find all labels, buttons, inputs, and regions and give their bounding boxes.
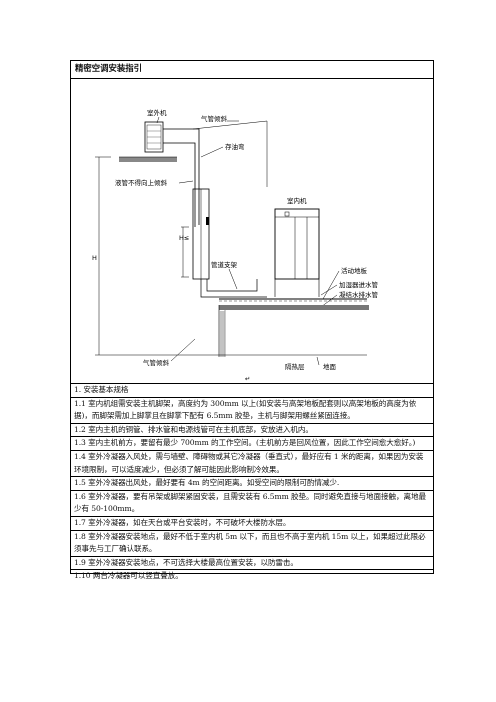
item-heading: 1. 安装基本规格 (71, 384, 433, 398)
installation-items: 1. 安装基本规格 1.1 室内机组需安装主机脚架，高度约为 300mm 以上(… (71, 383, 433, 580)
item-1-4: 1.4 室外冷凝器入风处，需与墙壁、障碍物或其它冷凝器（垂直式），最好应有 1 … (71, 451, 433, 478)
item-1-6: 1.6 室外冷凝器，要有吊架或脚架紧固安装，且需安装有 6.5mm 胶垫。同时避… (71, 491, 433, 517)
label-indoor-unit: 室内机 (287, 196, 307, 205)
item-1-1: 1.1 室内机组需安装主机脚架，高度约为 300mm 以上(如安装与高架地板配套… (71, 398, 433, 424)
document-table: 精密空调安装指引 室外机 气管倾斜 存油弯 液管不得 (70, 60, 434, 580)
label-oil-trap: 存油弯 (225, 142, 245, 151)
label-raised-floor: 活动地板 (341, 266, 368, 275)
label-pipe-support: 管道支架 (211, 260, 238, 269)
label-insulation-layer: 隔热层 (285, 362, 305, 371)
liquid-pipe (163, 142, 196, 227)
label-ground: 地面 (323, 362, 337, 371)
item-1-2: 1.2 室内主机的铜管、排水管和电源线管可在主机底部，安放进入机内。 (71, 424, 433, 438)
item-1-8: 1.8 室外冷凝器安装地点，最好不低于室内机 5m 以下，而且也不高于室内机 1… (71, 531, 433, 557)
item-1-5: 1.5 室外冷凝器出风处，最好要有 4m 的空间距离。如受空间的限制可酌情减少. (71, 477, 433, 491)
gas-pipe (163, 128, 200, 225)
item-1-10: 1.10 两台冷凝器可以竖直叠放。 (74, 571, 183, 581)
document-title: 精密空调安装指引 (71, 61, 433, 79)
diagram-svg: 室外机 气管倾斜 存油弯 液管不得向上倾斜 H H≤ (92, 108, 379, 382)
item-1-3: 1.3 室内主机前方，要留有最少 700mm 的工作空间。(主机前方是回风位置，… (71, 437, 433, 451)
label-dimension-h-inner: H≤ (179, 234, 189, 242)
outdoor-unit (144, 121, 164, 153)
label-gas-pipe-slope-top: 气管倾斜 (201, 114, 228, 123)
label-outdoor-unit: 室外机 (147, 108, 167, 117)
label-gas-pipe-slope-bottom: 气管倾斜 (143, 358, 170, 367)
indoor-unit (274, 208, 320, 280)
label-no-upward-horizontal: 液管不得向上倾斜 (115, 178, 168, 187)
anchor-mark: ↵ (245, 375, 250, 382)
insulation-layer-bar (219, 305, 369, 310)
label-condensate-drain-pipe: 凝结水排水管 (339, 290, 379, 299)
label-dimension-h: H (92, 254, 97, 262)
label-humidifier-water-pipe: 加湿器进水管 (339, 280, 379, 289)
item-1-9: 1.9 室外冷凝器安装地点，不可选择大楼最高位置安装，以防雷击。 (71, 557, 433, 571)
roof-slab (119, 157, 177, 162)
item-1-7: 1.7 室外冷凝器，如在天台或平台安装时，不可破坏大楼防水层。 (71, 517, 433, 531)
installation-diagram: 室外机 气管倾斜 存油弯 液管不得向上倾斜 H H≤ (71, 77, 433, 382)
